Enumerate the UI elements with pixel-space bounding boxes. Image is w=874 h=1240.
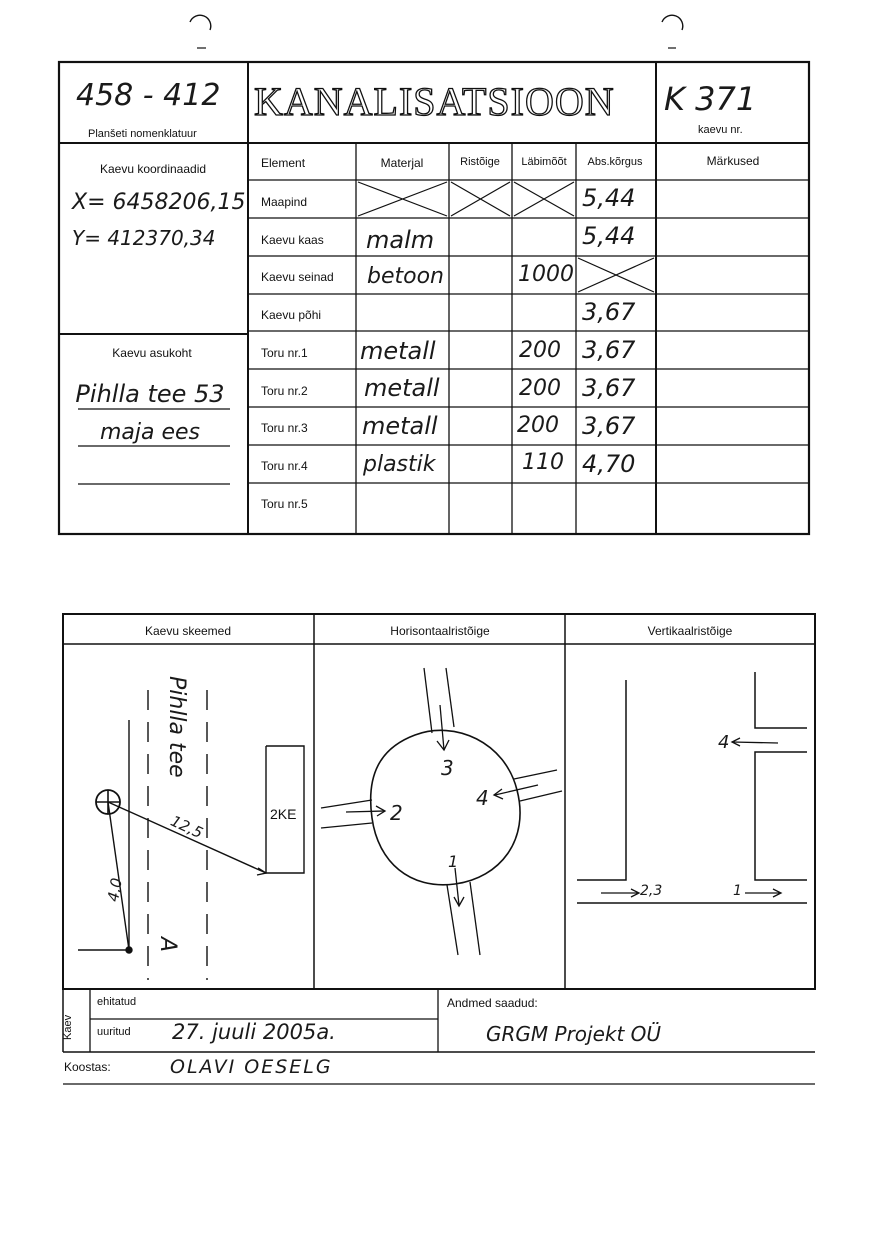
row-element: Toru nr.5 xyxy=(261,497,308,511)
compiled-label: Koostas: xyxy=(64,1060,111,1074)
street-label: Pihlla tee xyxy=(164,676,189,778)
coordinate-y: Y= 412370,34 xyxy=(72,226,216,250)
row-height: 3,67 xyxy=(582,412,636,440)
surveyed-label: uuritud xyxy=(97,1026,131,1038)
data-source-value: GRGM Projekt OÜ xyxy=(486,1022,662,1046)
coordinate-x: X= 6458206,15 xyxy=(72,190,246,215)
built-label: ehitatud xyxy=(97,996,137,1008)
row-height: 5,44 xyxy=(582,184,636,212)
row-element: Toru nr.3 xyxy=(261,421,308,435)
pipe-label-2: 2 xyxy=(390,801,403,825)
row-element: Toru nr.1 xyxy=(261,346,308,360)
row-element: Kaevu seinad xyxy=(261,270,334,284)
row-height: 3,67 xyxy=(582,374,636,402)
pipe-label-4: 4 xyxy=(476,786,489,810)
well-number-label: kaevu nr. xyxy=(698,124,743,136)
location-label: Kaevu asukoht xyxy=(112,346,192,360)
row-height: 4,70 xyxy=(582,450,636,478)
pipe-label-3: 3 xyxy=(441,756,454,780)
col-notes: Märkused xyxy=(706,154,760,168)
nomenclature-value: 458 - 412 xyxy=(76,78,221,113)
pipe-label-1: 1 xyxy=(448,852,459,871)
row-element: Kaevu põhi xyxy=(261,308,322,322)
row-material: betoon xyxy=(367,264,444,289)
panel-title-vertical: Vertikaalristõige xyxy=(647,624,733,638)
form-title: KANALISATSIOON xyxy=(253,78,615,124)
row-element: Maapind xyxy=(261,195,308,209)
row-element: Kaevu kaas xyxy=(261,233,324,247)
location-line2: maja ees xyxy=(99,420,201,445)
col-material: Materjal xyxy=(380,156,424,170)
vertical-label-1: 1 xyxy=(733,883,742,899)
col-abs-height: Abs.kõrgus xyxy=(587,156,643,168)
panel-title-horizontal: Horisontaalristõige xyxy=(390,624,490,638)
compiled-value: OLAVI OESELG xyxy=(170,1056,333,1078)
row-diameter: 110 xyxy=(522,450,564,475)
marker-a: A xyxy=(155,936,181,953)
data-source-label: Andmed saadud: xyxy=(447,996,538,1010)
nomenclature-label: Planšeti nomenklatuur xyxy=(88,128,197,140)
surveyed-date: 27. juuli 2005a. xyxy=(172,1020,336,1044)
well-number-value: K 371 xyxy=(664,80,757,118)
col-cross-section: Ristõige xyxy=(460,156,500,168)
vertical-label-23: 2,3 xyxy=(640,883,663,899)
row-material: plastik xyxy=(363,452,436,477)
panel-title-scheme: Kaevu skeemed xyxy=(144,624,232,638)
row-diameter: 1000 xyxy=(518,262,574,287)
building-label: 2KE xyxy=(270,806,297,822)
row-material: metall xyxy=(362,412,438,440)
col-diameter: Läbimõõt xyxy=(521,156,567,168)
row-height: 3,67 xyxy=(582,336,636,364)
punch-hole-left xyxy=(189,14,212,31)
location-line1: Pihlla tee 53 xyxy=(75,380,225,408)
row-height: 3,67 xyxy=(582,298,636,326)
sketch-frame xyxy=(62,613,816,990)
vertical-label-4: 4 xyxy=(718,732,730,753)
row-element: Toru nr.2 xyxy=(261,384,308,398)
row-material: malm xyxy=(366,226,435,254)
top-table-frame xyxy=(57,60,811,536)
footer-side-label: Kaev xyxy=(62,1014,74,1040)
row-material: metall xyxy=(360,337,436,365)
coordinates-label: Kaevu koordinaadid xyxy=(99,162,207,176)
punch-hole-right xyxy=(661,14,684,31)
horizontal-section xyxy=(320,667,563,956)
crossed-cells xyxy=(357,181,655,293)
col-element: Element xyxy=(261,156,306,170)
row-height: 5,44 xyxy=(582,222,636,250)
well-outline xyxy=(369,729,521,886)
row-diameter: 200 xyxy=(519,338,561,363)
row-diameter: 200 xyxy=(519,376,561,401)
vertical-section xyxy=(577,672,807,904)
location-scheme xyxy=(78,690,305,980)
row-element: Toru nr.4 xyxy=(261,459,308,473)
row-material: metall xyxy=(364,374,440,402)
row-diameter: 200 xyxy=(517,413,559,438)
